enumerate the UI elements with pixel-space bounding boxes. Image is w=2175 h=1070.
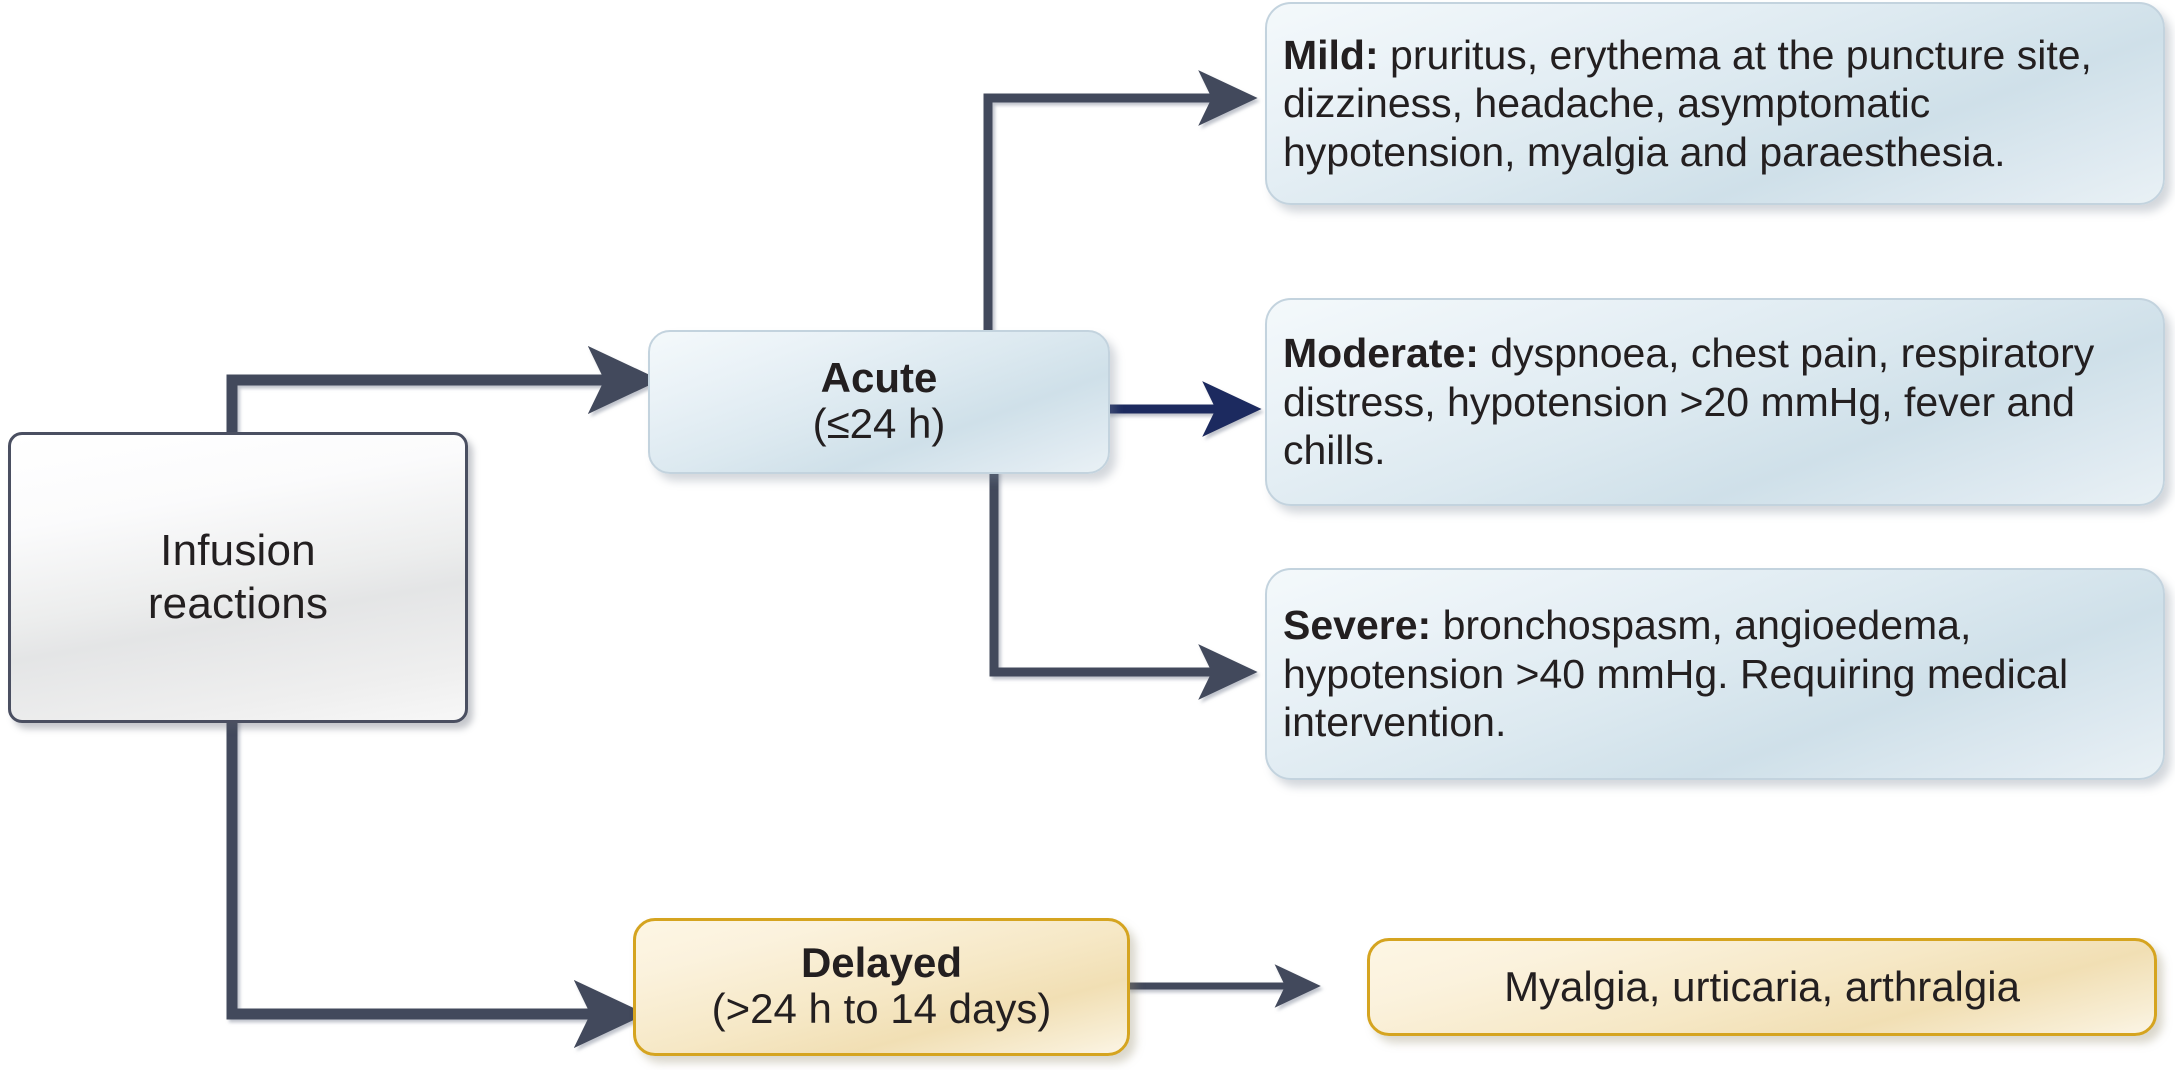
acute-title: Acute (820, 353, 938, 401)
edge-acute-to-mild (983, 70, 1258, 337)
infusion-reactions-line-2: reactions (147, 578, 329, 628)
node-mild[interactable]: Mild: pruritus, erythema at the puncture… (1265, 2, 2165, 205)
mild-label: Mild: (1283, 31, 1379, 78)
moderate-label: Moderate: (1283, 330, 1479, 377)
moderate-description: dyspnoea, chest pain, respiratory distre… (1283, 330, 2095, 474)
edge-acute-to-severe (989, 469, 1258, 700)
delayed-symptoms-text: Myalgia, urticaria, arthralgia (1504, 962, 2020, 1010)
node-moderate[interactable]: Moderate: dyspnoea, chest pain, respirat… (1265, 298, 2165, 506)
delayed-subtitle: (>24 h to 14 days) (711, 984, 1052, 1032)
node-infusion-reactions[interactable]: Infusion reactions (8, 432, 468, 723)
acute-subtitle: (≤24 h) (812, 399, 946, 447)
node-severe[interactable]: Severe: bronchospasm, angioedema, hypote… (1265, 568, 2165, 780)
edge-root-to-delayed (226, 717, 647, 1049)
node-delayed-symptoms[interactable]: Myalgia, urticaria, arthralgia (1367, 938, 2157, 1036)
mild-text: Mild: pruritus, erythema at the puncture… (1267, 31, 2163, 176)
edge-root-to-acute (226, 345, 661, 438)
infusion-reactions-line-1: Infusion (160, 525, 316, 575)
node-delayed[interactable]: Delayed (>24 h to 14 days) (633, 918, 1130, 1056)
node-acute[interactable]: Acute (≤24 h) (648, 330, 1110, 474)
mild-description: pruritus, erythema at the puncture site,… (1283, 31, 2092, 175)
delayed-title: Delayed (800, 938, 963, 986)
moderate-text: Moderate: dyspnoea, chest pain, respirat… (1267, 329, 2163, 474)
severe-label: Severe: (1283, 602, 1432, 649)
severe-description: bronchospasm, angioedema, hypotension >4… (1283, 602, 2069, 746)
severe-text: Severe: bronchospasm, angioedema, hypote… (1267, 601, 2163, 746)
